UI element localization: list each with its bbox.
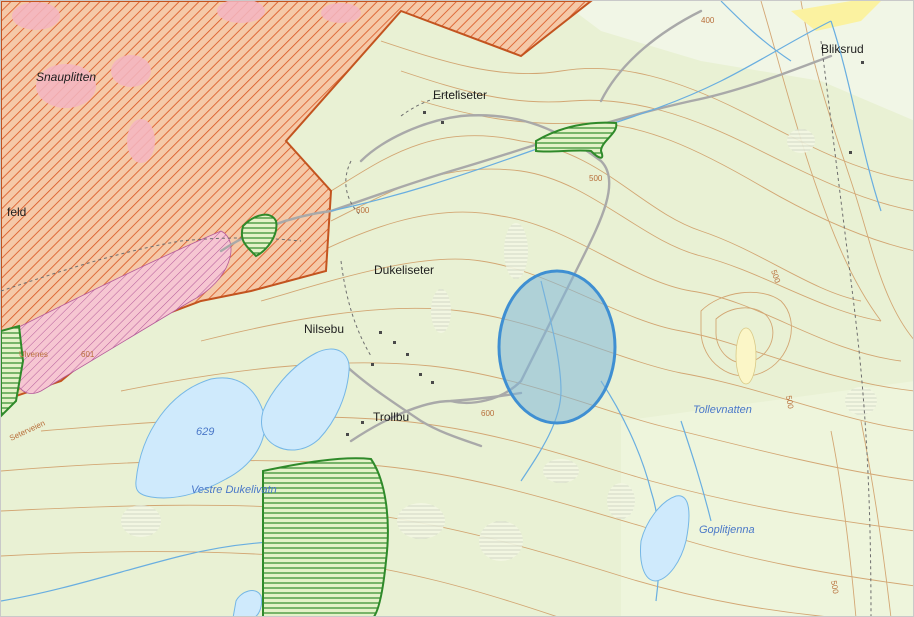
contour-label-500-b: 500 (769, 269, 782, 285)
label-vestre-dukelivatn: Vestre Dukelivatn (191, 484, 277, 496)
contour-label-500-a: 500 (589, 174, 603, 183)
lake-south (232, 590, 262, 616)
settlement-area (791, 1, 881, 31)
contour-label-600-a: 600 (356, 206, 370, 215)
label-erteliseter: Erteliseter (433, 88, 487, 102)
contour-label-400: 400 (701, 16, 715, 25)
contour-label-600-b: 600 (481, 409, 495, 418)
contour-label-500-d: 500 (829, 580, 840, 595)
nature-reserve-south[interactable] (262, 457, 389, 617)
label-nilsebu: Nilsebu (304, 322, 344, 336)
pink-hatched-zone[interactable] (9, 230, 232, 394)
pink-patches (12, 1, 361, 163)
label-feld: feld (7, 205, 26, 219)
nature-reserve-edge[interactable] (1, 324, 25, 418)
lake-goplitjenna[interactable] (640, 495, 690, 582)
label-trollbu: Trollbu (373, 410, 409, 424)
label-snaupe: Snauplitten (36, 70, 96, 84)
label-lake-elevation: 629 (196, 426, 214, 438)
open-land-area (561, 1, 913, 121)
lake-nilsebu[interactable] (261, 348, 350, 451)
clearings (121, 129, 877, 561)
zone-label-ulvenes: Ulvenes (19, 350, 48, 359)
label-goplitjenna: Goplitjenna (699, 524, 755, 536)
lake-vestre-dukelivatn[interactable] (135, 377, 266, 499)
label-dukeliseter: Dukeliseter (374, 263, 434, 277)
zone-label-601: 601 (81, 350, 95, 359)
label-bliksrud: Bliksrud (821, 42, 864, 56)
contour-label-500-c: 500 (784, 395, 795, 410)
nature-reserve-west[interactable] (240, 213, 278, 258)
building-markers (346, 61, 864, 436)
open-land-area-south (621, 381, 913, 616)
label-tollevnatten: Tollevnatten (693, 404, 752, 416)
selected-area-marker[interactable] (497, 269, 617, 425)
nature-reserve-north[interactable] (535, 121, 618, 159)
field-patch (735, 327, 757, 385)
